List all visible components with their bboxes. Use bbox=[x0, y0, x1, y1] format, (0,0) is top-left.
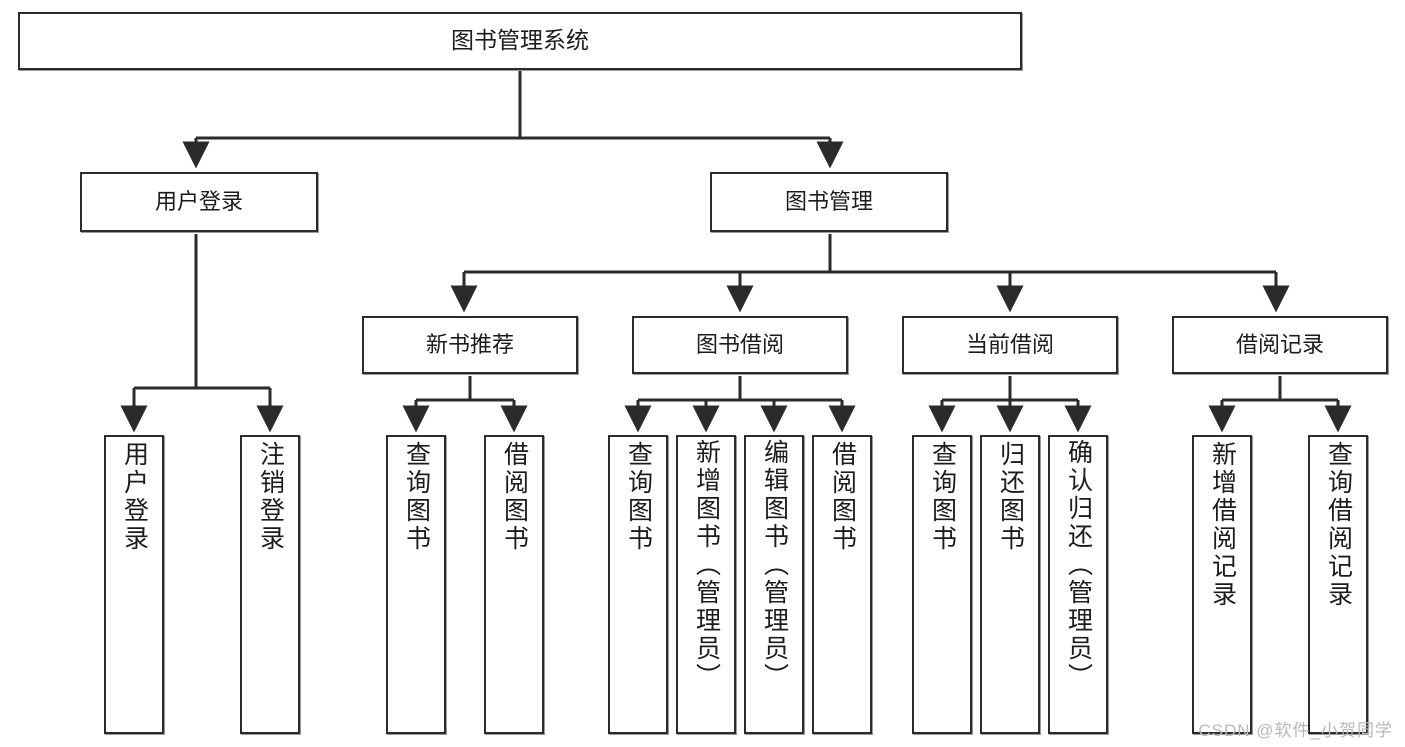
node-book-management-label: 图书管理 bbox=[784, 189, 873, 215]
leaf-label: 查询借阅记录 bbox=[1324, 441, 1353, 609]
node-new-book-recommend-label: 新书推荐 bbox=[425, 332, 514, 358]
leaf-label: 新增借阅记录 bbox=[1208, 441, 1237, 609]
leaf-label: 查询图书 bbox=[624, 441, 653, 553]
leaf-label: 确认归还（管理员） bbox=[1064, 439, 1093, 691]
leaf-book-borrow-edit-admin[interactable]: 编辑图书（管理员） bbox=[744, 435, 804, 734]
leaf-label: 借阅图书 bbox=[828, 441, 857, 553]
leaf-book-borrow-borrow[interactable]: 借阅图书 bbox=[812, 435, 872, 734]
leaf-user-login-signout[interactable]: 注销登录 bbox=[240, 435, 300, 734]
leaf-borrow-record-add[interactable]: 新增借阅记录 bbox=[1192, 435, 1252, 734]
node-user-login[interactable]: 用户登录 bbox=[80, 172, 318, 232]
node-root-label: 图书管理系统 bbox=[451, 27, 589, 54]
leaf-label: 新增图书（管理员） bbox=[692, 439, 721, 691]
node-book-management[interactable]: 图书管理 bbox=[710, 172, 948, 232]
leaf-user-login-signin[interactable]: 用户登录 bbox=[104, 435, 164, 734]
node-user-login-label: 用户登录 bbox=[154, 189, 243, 215]
leaf-label: 编辑图书（管理员） bbox=[760, 439, 789, 691]
node-current-borrow-label: 当前借阅 bbox=[965, 332, 1054, 358]
leaf-current-borrow-confirm-admin[interactable]: 确认归还（管理员） bbox=[1048, 435, 1108, 734]
node-book-borrow-label: 图书借阅 bbox=[695, 332, 784, 358]
leaf-label: 查询图书 bbox=[928, 441, 957, 553]
node-borrow-record[interactable]: 借阅记录 bbox=[1172, 316, 1388, 374]
node-current-borrow[interactable]: 当前借阅 bbox=[902, 316, 1118, 374]
leaf-label: 注销登录 bbox=[256, 441, 285, 553]
node-new-book-recommend[interactable]: 新书推荐 bbox=[362, 316, 578, 374]
leaf-book-borrow-add-admin[interactable]: 新增图书（管理员） bbox=[676, 435, 736, 734]
leaf-label: 用户登录 bbox=[120, 441, 149, 553]
node-book-borrow[interactable]: 图书借阅 bbox=[632, 316, 848, 374]
watermark-text: CSDN @软件_小贺同学 bbox=[1198, 721, 1393, 740]
leaf-book-borrow-query[interactable]: 查询图书 bbox=[608, 435, 668, 734]
leaf-new-book-borrow[interactable]: 借阅图书 bbox=[484, 435, 544, 734]
node-root-system[interactable]: 图书管理系统 bbox=[18, 12, 1022, 70]
leaf-current-borrow-return[interactable]: 归还图书 bbox=[980, 435, 1040, 734]
leaf-current-borrow-query[interactable]: 查询图书 bbox=[912, 435, 972, 734]
leaf-label: 查询图书 bbox=[402, 441, 431, 553]
leaf-label: 归还图书 bbox=[996, 441, 1025, 553]
leaf-borrow-record-query[interactable]: 查询借阅记录 bbox=[1308, 435, 1368, 734]
leaf-new-book-query[interactable]: 查询图书 bbox=[386, 435, 446, 734]
node-borrow-record-label: 借阅记录 bbox=[1235, 332, 1324, 358]
leaf-label: 借阅图书 bbox=[500, 441, 529, 553]
